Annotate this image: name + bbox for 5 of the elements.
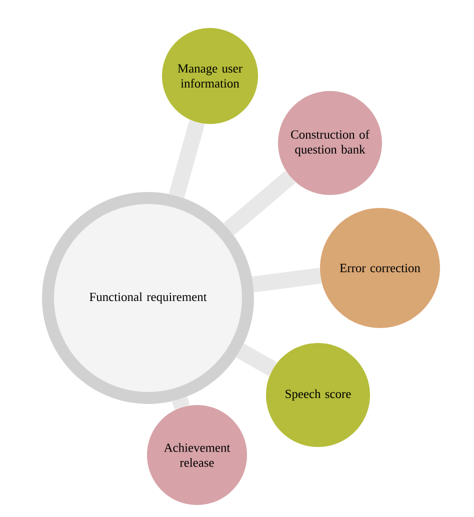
connector-band: [168, 120, 205, 198]
connector-band: [236, 344, 277, 376]
connector-band: [252, 268, 322, 292]
connector-band: [172, 396, 190, 410]
connector-band: [224, 170, 296, 236]
